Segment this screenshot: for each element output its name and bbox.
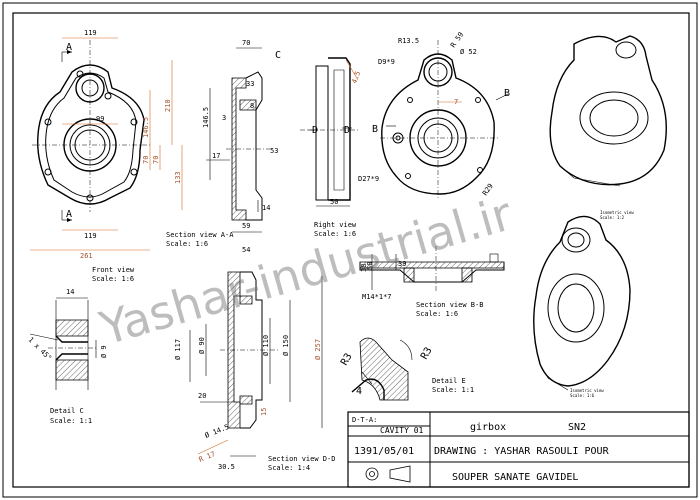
rv-dim-4-5: 4.5: [350, 70, 362, 85]
sd-phi257: Ø 257: [314, 339, 322, 360]
section-dd: [189, 271, 323, 457]
de-dim-4: 4: [356, 386, 362, 397]
iso-bottom-label: Isometric view: [570, 388, 604, 393]
sd-phi110: Ø 110: [262, 335, 270, 356]
sa-label: Section view A-A: [166, 231, 234, 239]
dc-phi9: Ø 9: [100, 345, 108, 358]
sb-dim-50: 50: [366, 262, 374, 270]
front-dim-133: 133: [174, 171, 182, 184]
isometric-top: [549, 35, 667, 187]
tr-d27: D27*9: [358, 175, 379, 183]
tb-part: girbox: [470, 422, 506, 433]
sd-dim-20: 20: [198, 392, 206, 400]
tr-r13: R13.5: [398, 37, 419, 45]
dc-chamfer: 1 x 45°: [27, 336, 54, 363]
sa-dim-17: 17: [212, 152, 220, 160]
tr-d7: 7: [454, 98, 458, 106]
de-scale: Scale: 1:1: [432, 386, 474, 394]
sd-phi150: Ø 150: [282, 335, 290, 356]
section-aa: [206, 47, 270, 233]
front-dim-70b: 70: [142, 156, 150, 164]
front-dim-99: 99: [96, 115, 104, 123]
sa-dim-14: 14: [262, 204, 270, 212]
iso-bottom-scale: Scale: 1:6: [570, 393, 595, 398]
sa-dim-59: 59: [242, 222, 250, 230]
sd-phi117: Ø 117: [174, 339, 182, 360]
front-view: [30, 37, 183, 251]
front-view-label: Front view: [92, 266, 135, 274]
sa-dim-3: 3: [222, 114, 226, 122]
sd-dim-30: 30.5: [218, 463, 235, 471]
sb-dim-38: 38: [360, 264, 368, 272]
right-view: [300, 57, 360, 207]
front-dim-146: 146.5: [142, 117, 150, 138]
rv-d-left: D: [312, 125, 318, 136]
tb-cavity: CAVITY 01: [380, 426, 424, 435]
sa-dim-33: 33: [246, 80, 254, 88]
sa-dim-54: 54: [242, 246, 250, 254]
sa-dim-53: 53: [270, 147, 278, 155]
de-r3-right: R3: [419, 346, 435, 362]
detail-c: [29, 297, 97, 390]
sa-callout-c: C: [275, 50, 281, 61]
rv-scale: Scale: 1:6: [314, 230, 356, 238]
sd-label: Section view D-D: [268, 455, 335, 463]
tr-d52: Ø 52: [460, 48, 477, 56]
title-block: [347, 411, 690, 488]
front-dim-70a: 70: [152, 156, 160, 164]
sd-phi90: Ø 90: [198, 337, 206, 354]
tb-code: SN2: [568, 422, 586, 433]
front-dim-210: 210: [164, 99, 172, 112]
rv-dim-50: 50: [330, 198, 338, 206]
sa-dim-70: 70: [242, 39, 250, 47]
section-bb: [359, 246, 505, 292]
dc-dim-14: 14: [66, 288, 74, 296]
sa-dim-8: 8: [250, 102, 254, 110]
tr-r59: R 59: [449, 31, 465, 49]
sb-dim-m14: M14*1*7: [362, 293, 392, 301]
tb-drawing: DRAWING : YASHAR RASOULI POUR: [434, 446, 610, 457]
sb-scale: Scale: 1:6: [416, 310, 458, 318]
front-dim-261: 261: [80, 252, 93, 260]
tr-b-left: B: [372, 124, 378, 135]
de-label: Detail E: [432, 377, 466, 385]
sa-dim-146: 146.5: [202, 107, 210, 128]
front-view-scale: Scale: 1:6: [92, 275, 134, 283]
sd-dim-15: 15: [260, 408, 268, 416]
watermark-text: Yashar-industrial.ir: [93, 186, 518, 355]
sd-scale: Scale: 1:4: [268, 464, 310, 472]
rv-label: Right view: [314, 221, 357, 229]
sb-dim-39: 39: [398, 260, 406, 268]
detail-e: [351, 337, 413, 401]
de-r3-left: R3: [339, 352, 355, 368]
dc-scale: Scale: 1:1: [50, 417, 92, 425]
tr-d9: D9*9: [378, 58, 395, 66]
sa-scale: Scale: 1:6: [166, 240, 208, 248]
tb-date: 1391/05/01: [354, 446, 414, 457]
front-section-a-bottom: A: [66, 209, 72, 220]
iso-top-scale: Scale: 1:2: [600, 215, 625, 220]
rv-d-right: D: [344, 125, 350, 136]
sb-label: Section view B-B: [416, 301, 483, 309]
sd-phi14: Ø 14.5: [204, 423, 230, 440]
tr-b-right: B: [504, 88, 510, 99]
front-dim-119-bottom: 119: [84, 232, 97, 240]
isometric-bottom: [533, 215, 631, 391]
tb-company: SOUPER SANATE GAVIDEL: [452, 472, 578, 483]
tb-dta: D-T-A:: [352, 416, 377, 424]
front-dim-119-top: 119: [84, 29, 97, 37]
sd-r17: R 17: [198, 450, 217, 464]
top-right-view: [380, 40, 509, 200]
dc-label: Detail C: [50, 407, 84, 415]
iso-top-label: Isometric view: [600, 210, 634, 215]
front-section-a-top: A: [66, 42, 72, 53]
